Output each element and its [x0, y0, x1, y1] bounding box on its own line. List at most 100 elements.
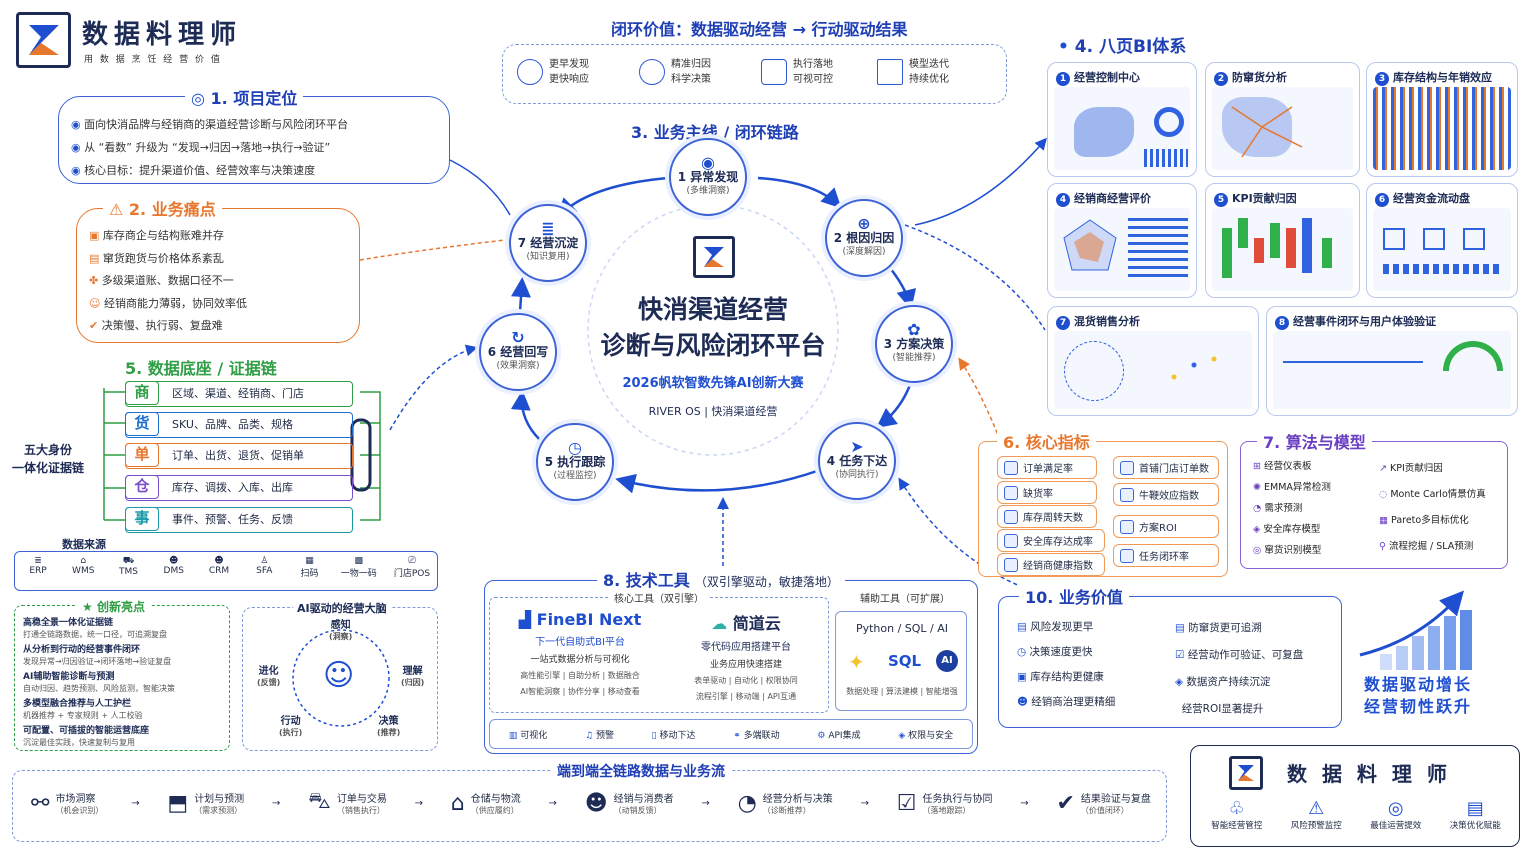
crosshair-icon: ⊕ [857, 214, 871, 233]
jiandaoyun-name: 简道云 [732, 614, 781, 633]
pie-chart-icon: ◔ [737, 790, 757, 816]
evidence-key-huo: 货 [125, 412, 159, 436]
sec1-item-2-text: 从 “看数” 升级为 “发现→归因→落地→执行→验证” [84, 141, 331, 154]
pipeline-step-3-sub: （销售执行） [336, 806, 385, 815]
algo-pareto: ▦ Pareto多目标优化 [1379, 508, 1486, 534]
metric-stockout: 缺货率 [997, 481, 1097, 504]
feature-api[interactable]: ⚙ API集成 [817, 728, 860, 741]
finebi-desc2: 一站式数据分析与可视化 [530, 655, 630, 665]
arrow-right-icon: → [1020, 797, 1029, 809]
warning-icon: ⚠ [1308, 798, 1325, 819]
source-erp: ≣ERP [19, 556, 57, 579]
source-one-code: ▩一物一码 [336, 556, 382, 579]
loop-node-7[interactable]: ≣7 经营沉淀(知识复用) [509, 204, 587, 282]
pipeline-step-1: ⚯市场洞察（机会识别） [31, 790, 103, 816]
metric-first-store-label: 首铺门店订单数 [1139, 464, 1209, 475]
sec9-title: ★ 创新亮点 [77, 598, 150, 615]
feature-mobile[interactable]: ▯ 移动下达 [652, 728, 696, 741]
brand-name: 数据料理师 [82, 20, 243, 50]
warning-icon: ⚠ [109, 200, 124, 219]
value-trace-label: 防窜货更可追溯 [1188, 622, 1262, 634]
source-one-code-label: 一物一码 [340, 569, 377, 579]
sec2-title: ⚠ 2. 业务痛点 [103, 196, 222, 220]
loop-node-1[interactable]: ◉1 异常发现(多维洞察) [669, 138, 747, 216]
sec9-title-text: 创新亮点 [96, 600, 145, 614]
value-trace: ▤ 防窜货更可追溯 [1175, 615, 1303, 642]
value-dealer-label: 经销商治理更精细 [1031, 696, 1116, 708]
feature-alert-label: 预警 [595, 730, 614, 741]
sec1-title-text: 1. 项目定位 [210, 89, 298, 108]
loop-node-1-label: 1 异常发现 [677, 170, 739, 184]
sec9-item-3-desc: 自动归因、趋势预测、风险监测，智能决策 [23, 684, 175, 693]
sec9-item-5-title: 可配置、可插拔的智能运营底座 [23, 726, 150, 736]
sec4-title-text: 4. 八页BI体系 [1074, 37, 1187, 57]
feature-visual[interactable]: ▥ 可视化 [509, 728, 547, 741]
feature-alert[interactable]: ♫ 预警 [585, 728, 614, 741]
sec2-item-4-text: 经销商能力薄弱，协同效率低 [103, 296, 247, 310]
star-icon: ★ [82, 600, 93, 614]
ai-node-evolve: 进化(反馈) [257, 666, 280, 688]
sec1-item-1: ◉ 面向快消品牌与经销商的渠道经营诊断与风险闭环平台 [71, 118, 349, 131]
banner-item-4-l1: 模型迭代 [909, 59, 949, 70]
binoculars-icon: ⚯ [31, 790, 50, 816]
ai-node-act-label: 行动 [280, 716, 301, 727]
check-list-icon: ☑ [1175, 649, 1185, 661]
grid-icon: ⊞ [1253, 461, 1261, 472]
loop-node-6-sub: (效果洞察) [496, 361, 540, 371]
warehouse-icon: ⌂ [450, 790, 465, 816]
loop-node-5[interactable]: ◷5 执行跟踪(过程监控) [536, 423, 614, 501]
algo-emma: ✺ EMMA异常检测 [1253, 477, 1331, 498]
feature-security-label: 权限与安全 [908, 730, 954, 741]
users-icon: ☻ [584, 790, 608, 816]
jiandaoyun-card[interactable]: ☁ 简道云 零代码应用搭建平台 业务应用快速搭建 表单驱动 | 自动化 | 权限… [666, 610, 826, 702]
loop-node-3-label: 3 方案决策 [883, 337, 945, 351]
finebi-card[interactable]: ▟ FineBI Next 下一代自助式BI平台 一站式数据分析与可视化 高性能… [500, 610, 660, 697]
sec9-item-3: AI辅助智能诊断与预测自动归因、趋势预测、风险监测，智能决策 [23, 672, 175, 694]
ai-node-understand-label: 理解 [402, 666, 423, 677]
checklist-icon: ☑ [896, 790, 917, 816]
pipeline-step-1-title: 市场洞察 [55, 794, 96, 805]
value-roi: 经营ROI显著提升 [1175, 696, 1303, 723]
search-icon: ◎ [1253, 545, 1262, 556]
source-pos: ⎚门店POS [389, 556, 435, 579]
check-circle-icon: ✔ [89, 319, 99, 332]
sec7-title: 7. 算法与模型 [1257, 429, 1372, 453]
loop-node-4[interactable]: ➤4 任务下达(协同执行) [818, 422, 896, 500]
feature-security[interactable]: ◈ 权限与安全 [898, 728, 953, 741]
top-banner-title: 闭环价值：数据驱动经营 → 行动驱动结果 [611, 20, 908, 39]
loop-node-2[interactable]: ⊕2 根因归因(深度解因) [825, 199, 903, 277]
loop-icon: ◌ [1379, 489, 1388, 500]
center-title: 快消渠道经营 诊断与风险闭环平台 [600, 292, 826, 364]
aux-tools-desc: 数据处理 | 算法建模 | 智能增强 [846, 687, 958, 696]
feature-multi[interactable]: ⚭ 多端联动 [733, 728, 779, 741]
shield-icon: ◈ [1253, 524, 1261, 535]
pipeline-step-2-title: 计划与预测 [194, 794, 245, 805]
algo-demand-label: 需求预测 [1264, 503, 1303, 514]
loop-node-6[interactable]: ↻6 经营回写(效果洞察) [479, 313, 557, 391]
feature-mobile-label: 移动下达 [659, 730, 696, 741]
core-tools: 核心工具（双引擎） ▟ FineBI Next 下一代自助式BI平台 一站式数据… [489, 590, 829, 713]
feature-multi-label: 多端联动 [743, 730, 780, 741]
evidence-row-huo: SKU、品牌、品类、规格 [125, 412, 353, 438]
sec9-item-2-title: 从分析到行动的经营事件闭环 [23, 645, 141, 655]
loop-node-3-sub: (智能推荐) [892, 353, 936, 363]
evidence-row-dan-text: 订单、出货、退货、促销单 [172, 449, 304, 462]
evidence-row-shang-text: 区域、渠道、经销商、门店 [172, 387, 304, 400]
finebi-desc3: 高性能引擎 | 自助分析 | 数据融合 [520, 671, 640, 680]
bi-page-3-no: 3 [1375, 72, 1389, 86]
banner-item-3-l1: 执行落地 [793, 59, 833, 70]
target-icon: ◎ [1387, 798, 1404, 819]
loop-node-3[interactable]: ✿3 方案决策(智能推荐) [875, 305, 953, 383]
growth-text-line1: 数据驱动增长 [1364, 675, 1473, 694]
algo-pareto-label: Pareto多目标优化 [1391, 515, 1469, 526]
center-subtitle: 2026帆软智数先锋AI创新大赛 [622, 376, 804, 391]
brand-logo [16, 12, 71, 68]
